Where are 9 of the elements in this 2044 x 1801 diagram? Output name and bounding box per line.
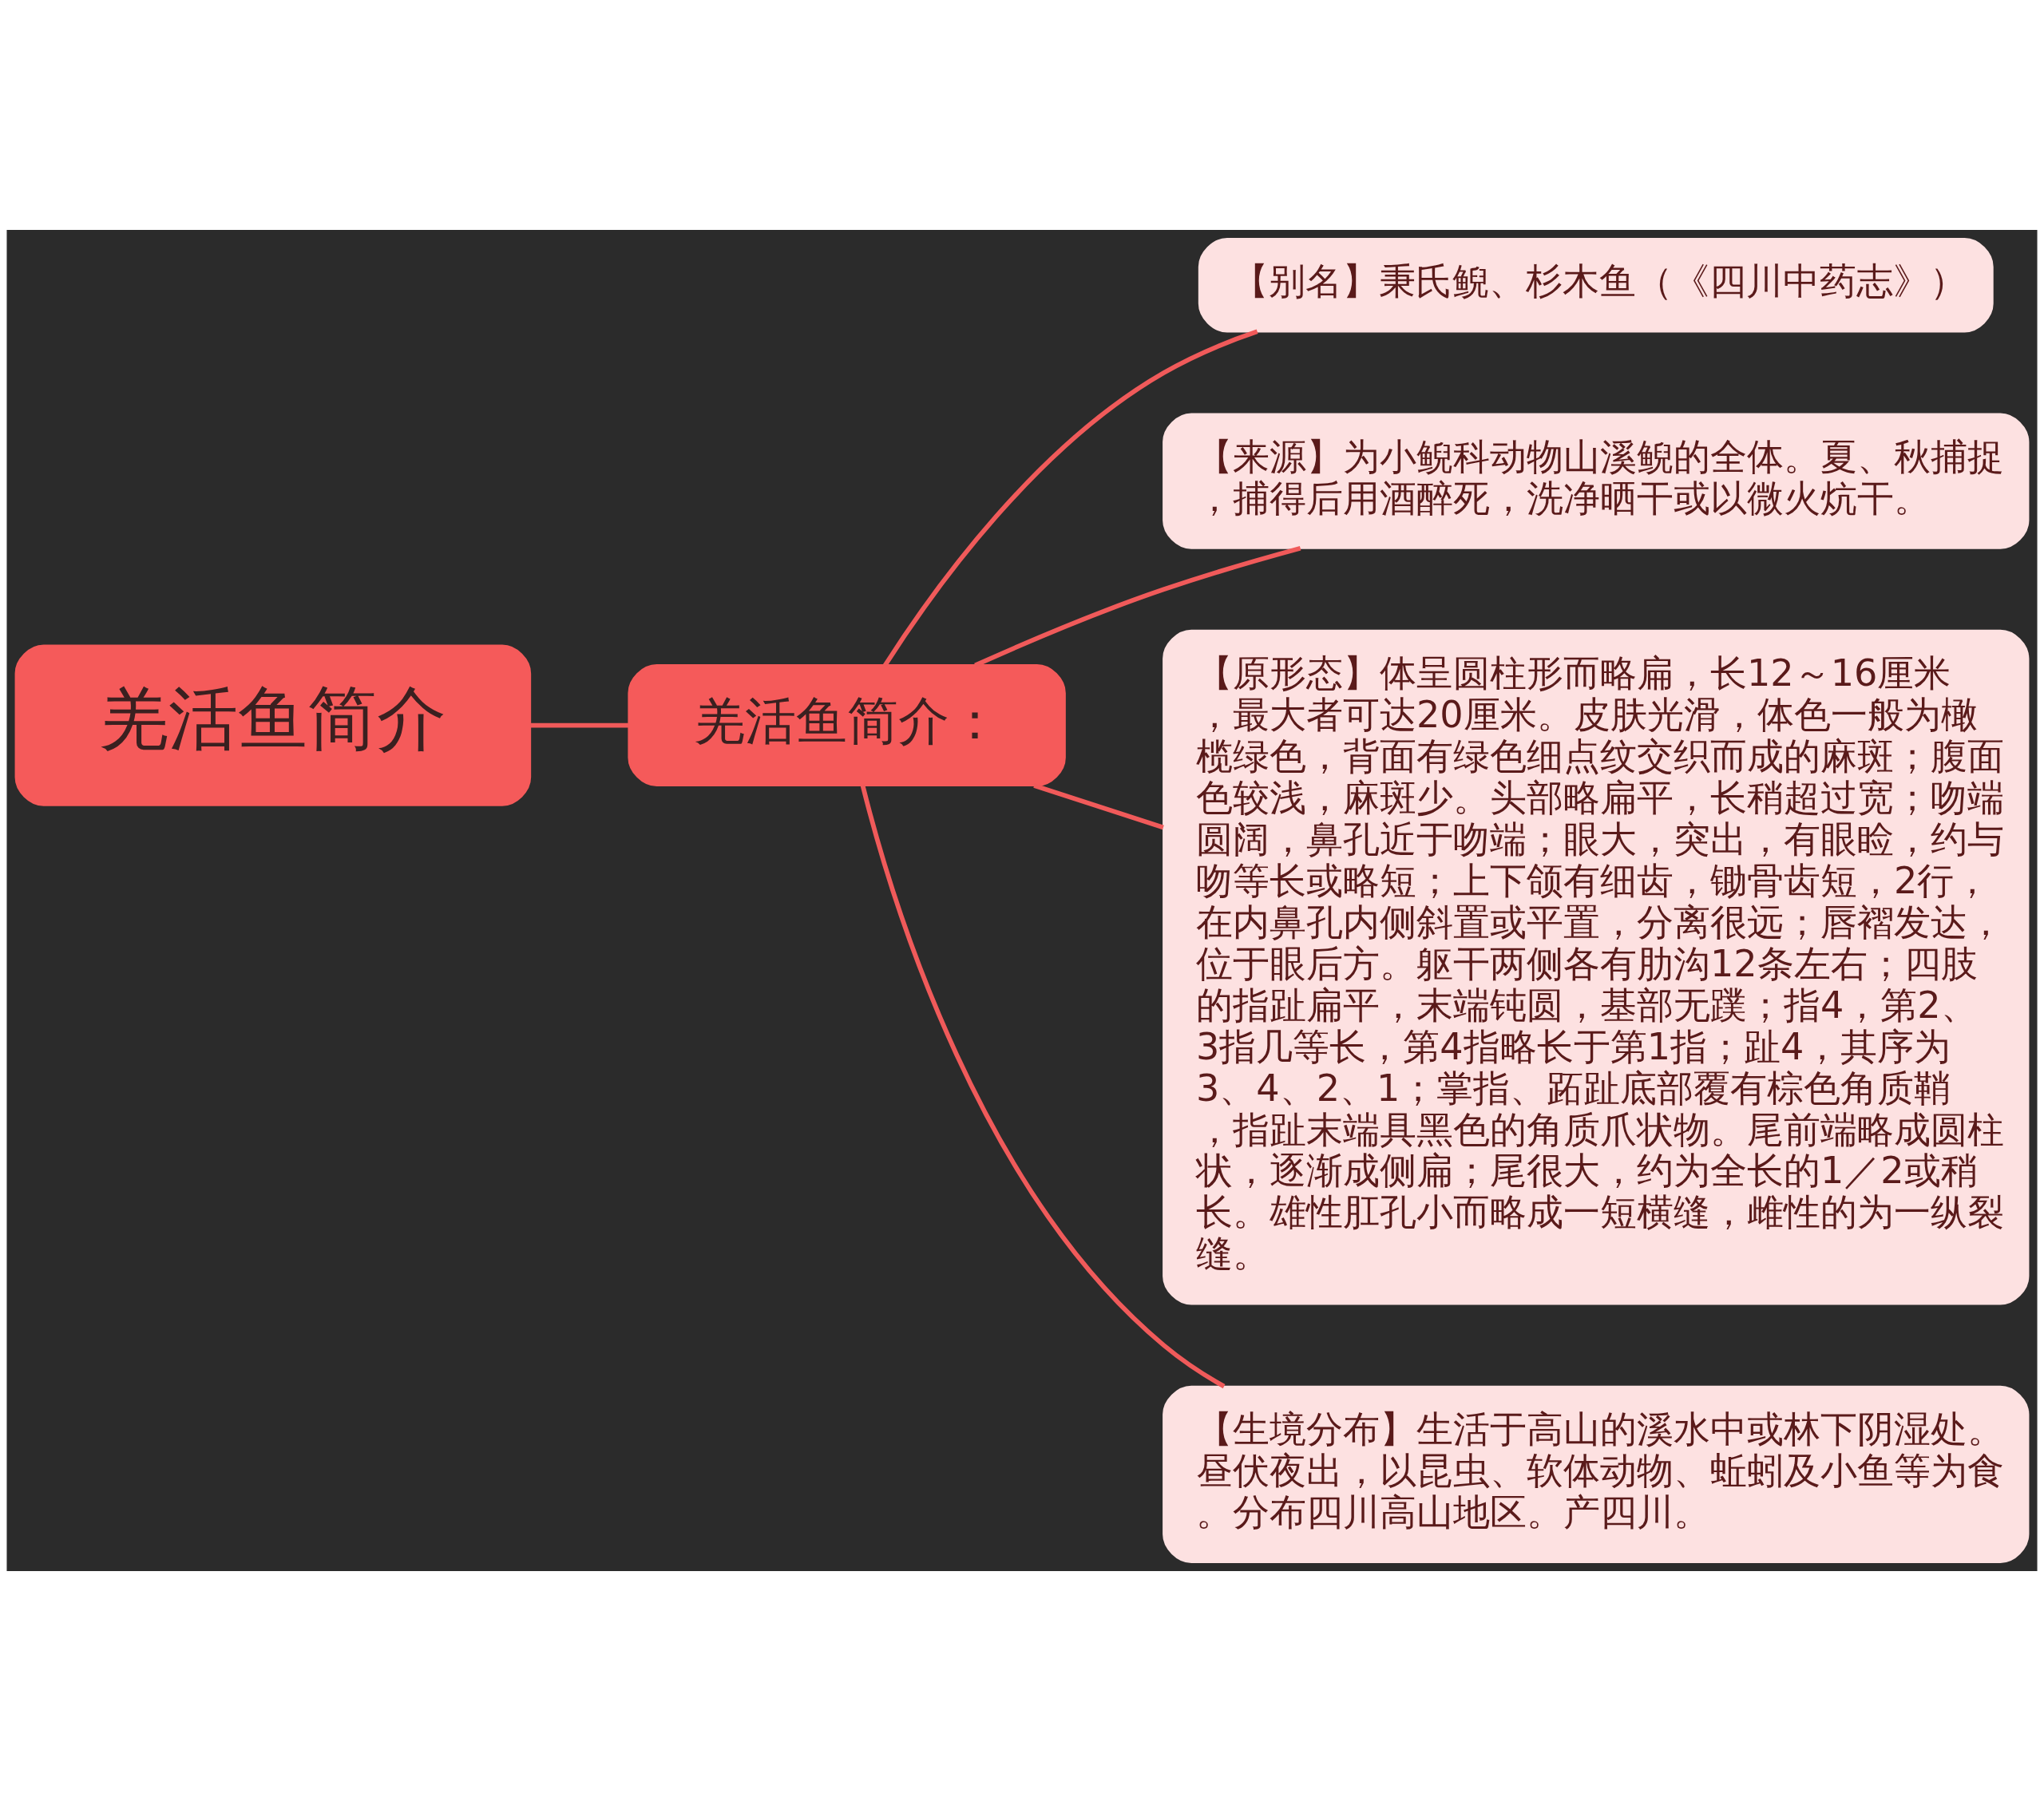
node-box: 【生境分布】生活于高山的溪水中或林下阴湿处。昼伏夜出，以昆虫、软体动物、蚯蚓及小鱼等为食。分布四川高山地区。产四川。 — [1163, 1385, 2030, 1563]
connector — [1033, 783, 1164, 830]
node-box: 【原形态】体呈圆柱形而略扁，长12～16厘米，最大者可达20厘米。皮肤光滑，体色一般为橄榄绿色，背面有绿色细点纹交织而成的麻斑；腹面色较浅，麻斑少。头部略扁平，长稍超过宽；吻端圆阔，鼻孔近于吻端；眼大，突出，有眼睑，约与吻等长或略短；上下颌有细齿，锄骨齿短，2行，在内鼻孔内侧斜置或平置，分离很远；唇褶发达，位于眼后方。躯干两侧各有肋沟12条左右；四肢的指趾扁平，末端钝圆，基部无蹼；指4，第2、3指几等长，第4指略长于第1指；趾4，其序为3、4、2、1；掌指、跖趾底部覆有棕色角质鞘，指趾末端具黑色的角质爪状物。尾前端略成圆柱状，逐渐成侧扁；尾很大，约为全长的1／2或稍长。雄性肛孔小而略成一短横缝，雌性的为一纵裂缝。 — [1163, 629, 2030, 1305]
connector — [530, 722, 629, 728]
node-box: 羌活鱼简介 — [14, 644, 532, 806]
node-box: 【别名】秉氏鲵、杉木鱼（《四川中药志》） — [1198, 238, 1994, 333]
node-box: 羌活鱼简介： — [628, 664, 1066, 787]
node-box: 【来源】为小鲵科动物山溪鲵的全体。夏、秋捕捉，捕得后用酒醉死，洗净晒干或以微火炕干。 — [1163, 413, 2030, 549]
connector — [860, 785, 1226, 1389]
